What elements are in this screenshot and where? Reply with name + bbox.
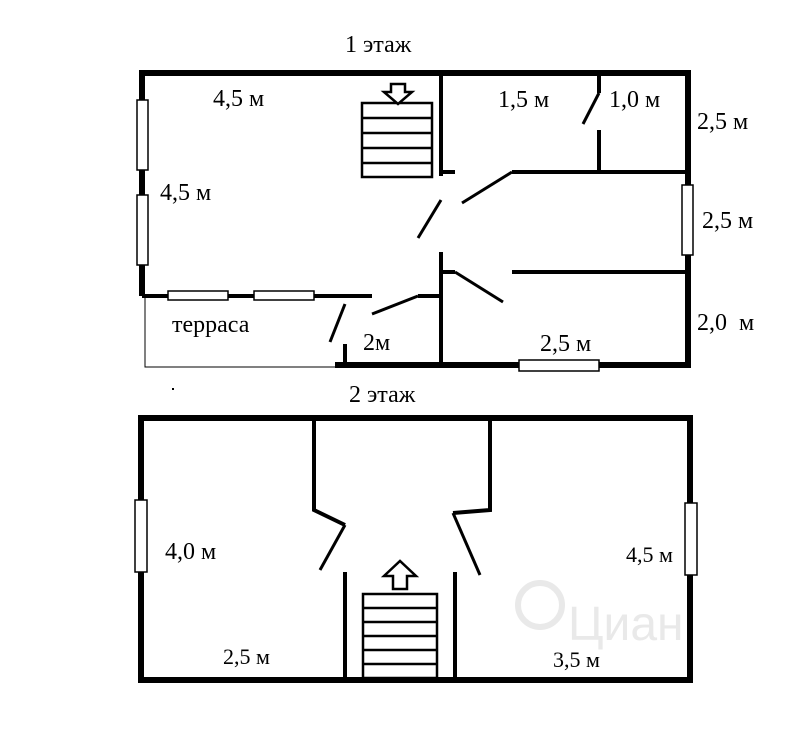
label-terrace: терраса: [172, 312, 250, 338]
floor-2-plan: 2 этаж 4,0 м 4,5 м 2,5 м 3,5 м: [134, 382, 698, 683]
label-bottom-room: 2,5 м: [540, 331, 591, 357]
door-living-room: [416, 199, 443, 239]
wall-shaft-right: [452, 418, 492, 515]
terrace-outline: [144, 296, 335, 368]
label-right-top: 2,5 м: [697, 109, 748, 135]
label-bottom-right: 3,5 м: [553, 647, 600, 672]
door-left-room: [318, 524, 347, 571]
watermark-text: Циан: [568, 598, 684, 651]
label-hall: 2м: [363, 330, 390, 356]
window-terrace-2: [253, 290, 315, 301]
arrow-down-icon: [380, 82, 416, 106]
window-terrace-1: [167, 290, 229, 301]
label-room-a: 1,5 м: [498, 87, 549, 113]
door-right-room: [451, 512, 482, 576]
label-living-height: 4,5 м: [160, 180, 211, 206]
floor-1-title: 1 этаж: [345, 32, 412, 58]
stray-dot: [172, 388, 174, 390]
wall-shaft-left: [312, 418, 346, 527]
label-living-width: 4,5 м: [213, 86, 264, 112]
arrow-up-icon: [380, 559, 420, 591]
label-bottom-left: 2,5 м: [223, 644, 270, 669]
watermark: Циан: [515, 580, 684, 651]
window-right-room: [684, 502, 698, 576]
label-right-bottom: 2,0 м: [697, 310, 754, 336]
door-upper-room: [461, 170, 513, 205]
floor-1-plan: 1 этаж: [136, 32, 754, 372]
window-living-left-upper: [136, 99, 149, 171]
window-left-room: [134, 499, 148, 573]
window-right-middle: [681, 184, 694, 256]
label-room-b: 1,0 м: [609, 87, 660, 113]
window-bottom-room: [518, 359, 600, 372]
label-right-room: 4,5 м: [626, 542, 673, 567]
staircase-floor-2: [361, 592, 439, 680]
window-living-left-lower: [136, 194, 149, 266]
label-left-room: 4,0 м: [165, 539, 216, 565]
floor-2-title: 2 этаж: [349, 382, 416, 408]
staircase-floor-1: [360, 101, 434, 179]
door-hall: [371, 294, 419, 316]
door-terrace: [328, 303, 347, 343]
door-lower-room: [454, 270, 504, 304]
door-bathroom: [581, 92, 601, 125]
label-right-middle: 2,5 м: [702, 208, 753, 234]
